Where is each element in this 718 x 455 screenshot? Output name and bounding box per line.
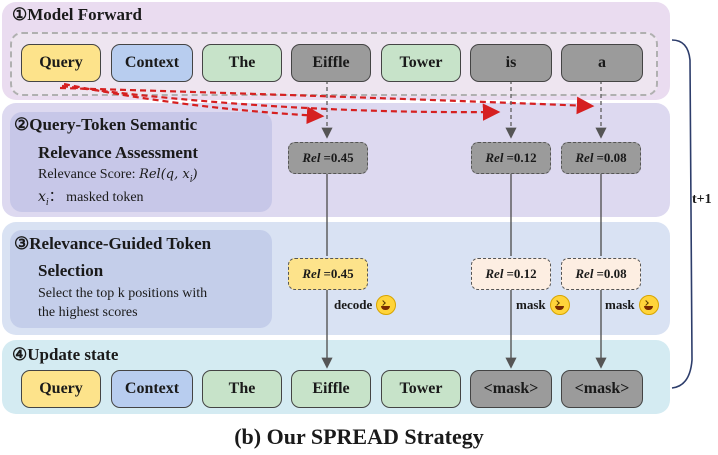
relevance-score-formula: Rel(q, x xyxy=(139,167,190,182)
decode-tag: decode xyxy=(334,295,397,315)
stage-3-desc-line1: Select the top k positions with xyxy=(38,286,208,301)
masked-token-definition: xi： masked token xyxy=(38,187,144,213)
updated-token-context: Context xyxy=(111,370,193,408)
forward-token-is: is xyxy=(470,44,552,82)
rel-value: =0.08 xyxy=(596,266,627,281)
forward-token-the: The xyxy=(202,44,282,82)
token-selection-desc-box xyxy=(10,230,272,328)
rel-score-a: Rel=0.08 xyxy=(561,142,641,174)
relevance-score-close: ) xyxy=(192,167,198,182)
x-description: ： masked token xyxy=(48,190,144,205)
rel-value: =0.45 xyxy=(323,150,354,165)
stage-4-title: ④Update state xyxy=(12,345,119,364)
rel-score-eiffle: Rel=0.45 xyxy=(288,142,368,174)
stage-3-title-line1: ③Relevance-Guided Token xyxy=(14,234,212,253)
laughing-emoji-icon xyxy=(638,295,659,315)
updated-token-eiffle: Eiffle xyxy=(291,370,371,408)
figure-caption: (b) Our SPREAD Strategy xyxy=(234,424,484,449)
stage-3-desc-line2: the highest scores xyxy=(38,305,138,320)
query-to-a-arrow xyxy=(59,86,595,115)
forward-token-query: Query xyxy=(21,44,101,82)
updated-token-tower: Tower xyxy=(381,370,461,408)
rel-value: =0.12 xyxy=(506,266,537,281)
rel-key: Rel xyxy=(485,266,504,281)
updated-token-mask-2: <mask> xyxy=(561,370,643,408)
rel-value: =0.08 xyxy=(596,150,627,165)
decode-label: decode xyxy=(334,297,373,312)
relevance-score-subscript: i xyxy=(189,173,193,185)
rel-key: Rel xyxy=(302,266,321,281)
forward-token-eiffle: Eiffle xyxy=(291,44,371,82)
mask-tag-is: mask xyxy=(516,295,570,315)
relevance-score-definition: Relevance Score: Rel(q, xi) xyxy=(38,165,197,190)
rel-value: =0.45 xyxy=(323,266,354,281)
relevance-assessment-desc-box xyxy=(10,112,272,212)
selected-score-eiffle: Rel=0.45 xyxy=(288,258,368,290)
x-subscript: i xyxy=(45,196,49,208)
iteration-loop-bracket xyxy=(671,39,693,389)
rel-score-is: Rel=0.12 xyxy=(471,142,551,174)
forward-token-a: a xyxy=(561,44,643,82)
stage-1-title: ①Model Forward xyxy=(12,5,142,24)
forward-token-context: Context xyxy=(111,44,193,82)
loop-label: t+1 xyxy=(692,192,712,207)
relevance-score-label: Relevance Score: xyxy=(38,167,140,182)
stage-3-title-line2: Selection xyxy=(38,261,104,280)
mask-tag-a: mask xyxy=(605,295,659,315)
rel-value: =0.12 xyxy=(506,150,537,165)
stage-2-title-line2: Relevance Assessment xyxy=(38,143,199,162)
updated-token-mask-1: <mask> xyxy=(470,370,552,408)
updated-token-query: Query xyxy=(21,370,101,408)
rel-key: Rel xyxy=(485,150,504,165)
selected-score-a: Rel=0.08 xyxy=(561,258,641,290)
updated-token-the: The xyxy=(202,370,282,408)
mask-label: mask xyxy=(605,297,635,312)
mask-label: mask xyxy=(516,297,546,312)
selected-score-is: Rel=0.12 xyxy=(471,258,551,290)
rel-key: Rel xyxy=(575,150,594,165)
rel-key: Rel xyxy=(302,150,321,165)
stage-2-title-line1: ②Query-Token Semantic xyxy=(14,115,198,134)
laughing-emoji-icon xyxy=(549,295,570,315)
forward-token-tower: Tower xyxy=(381,44,461,82)
x-symbol: x xyxy=(38,189,46,205)
laughing-emoji-icon xyxy=(376,295,397,315)
rel-key: Rel xyxy=(575,266,594,281)
